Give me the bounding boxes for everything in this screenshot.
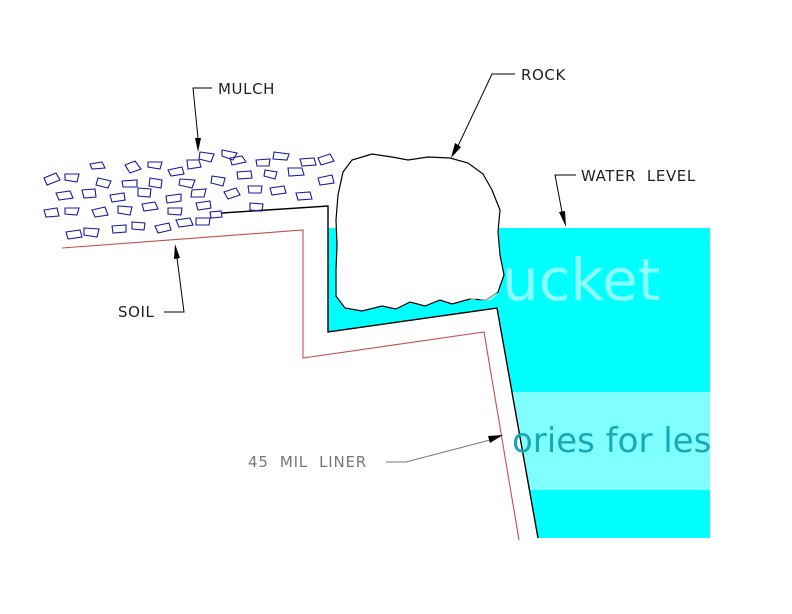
watermark-band [500, 392, 710, 490]
rock-arrowhead [451, 143, 461, 158]
watermark-text-top: bucket [465, 246, 660, 314]
pond-liner [61, 229, 520, 541]
soil-arrowhead [174, 244, 180, 259]
mulch-pieces [43, 149, 335, 240]
pond-edge-outline [221, 205, 539, 539]
rock [335, 153, 505, 312]
water-level-leader-line [554, 174, 576, 213]
water-level-label: WATER LEVEL [581, 167, 696, 185]
liner-arrowhead [488, 435, 503, 443]
rock-leader-line [457, 73, 515, 147]
mulch-leader-line [192, 87, 212, 139]
liner-label: 45 MIL LINER [248, 453, 367, 471]
soil-leader-line [164, 257, 185, 313]
mulch-arrowhead [195, 138, 201, 152]
mulch-label: MULCH [218, 80, 275, 98]
soil-label: SOIL [118, 303, 155, 321]
watermark-text-bottom: ories for les [512, 421, 711, 461]
water-under-band [500, 392, 530, 490]
liner-leader-line [386, 439, 491, 463]
rock-label: ROCK [521, 66, 567, 84]
water-level-arrowhead [559, 211, 566, 227]
